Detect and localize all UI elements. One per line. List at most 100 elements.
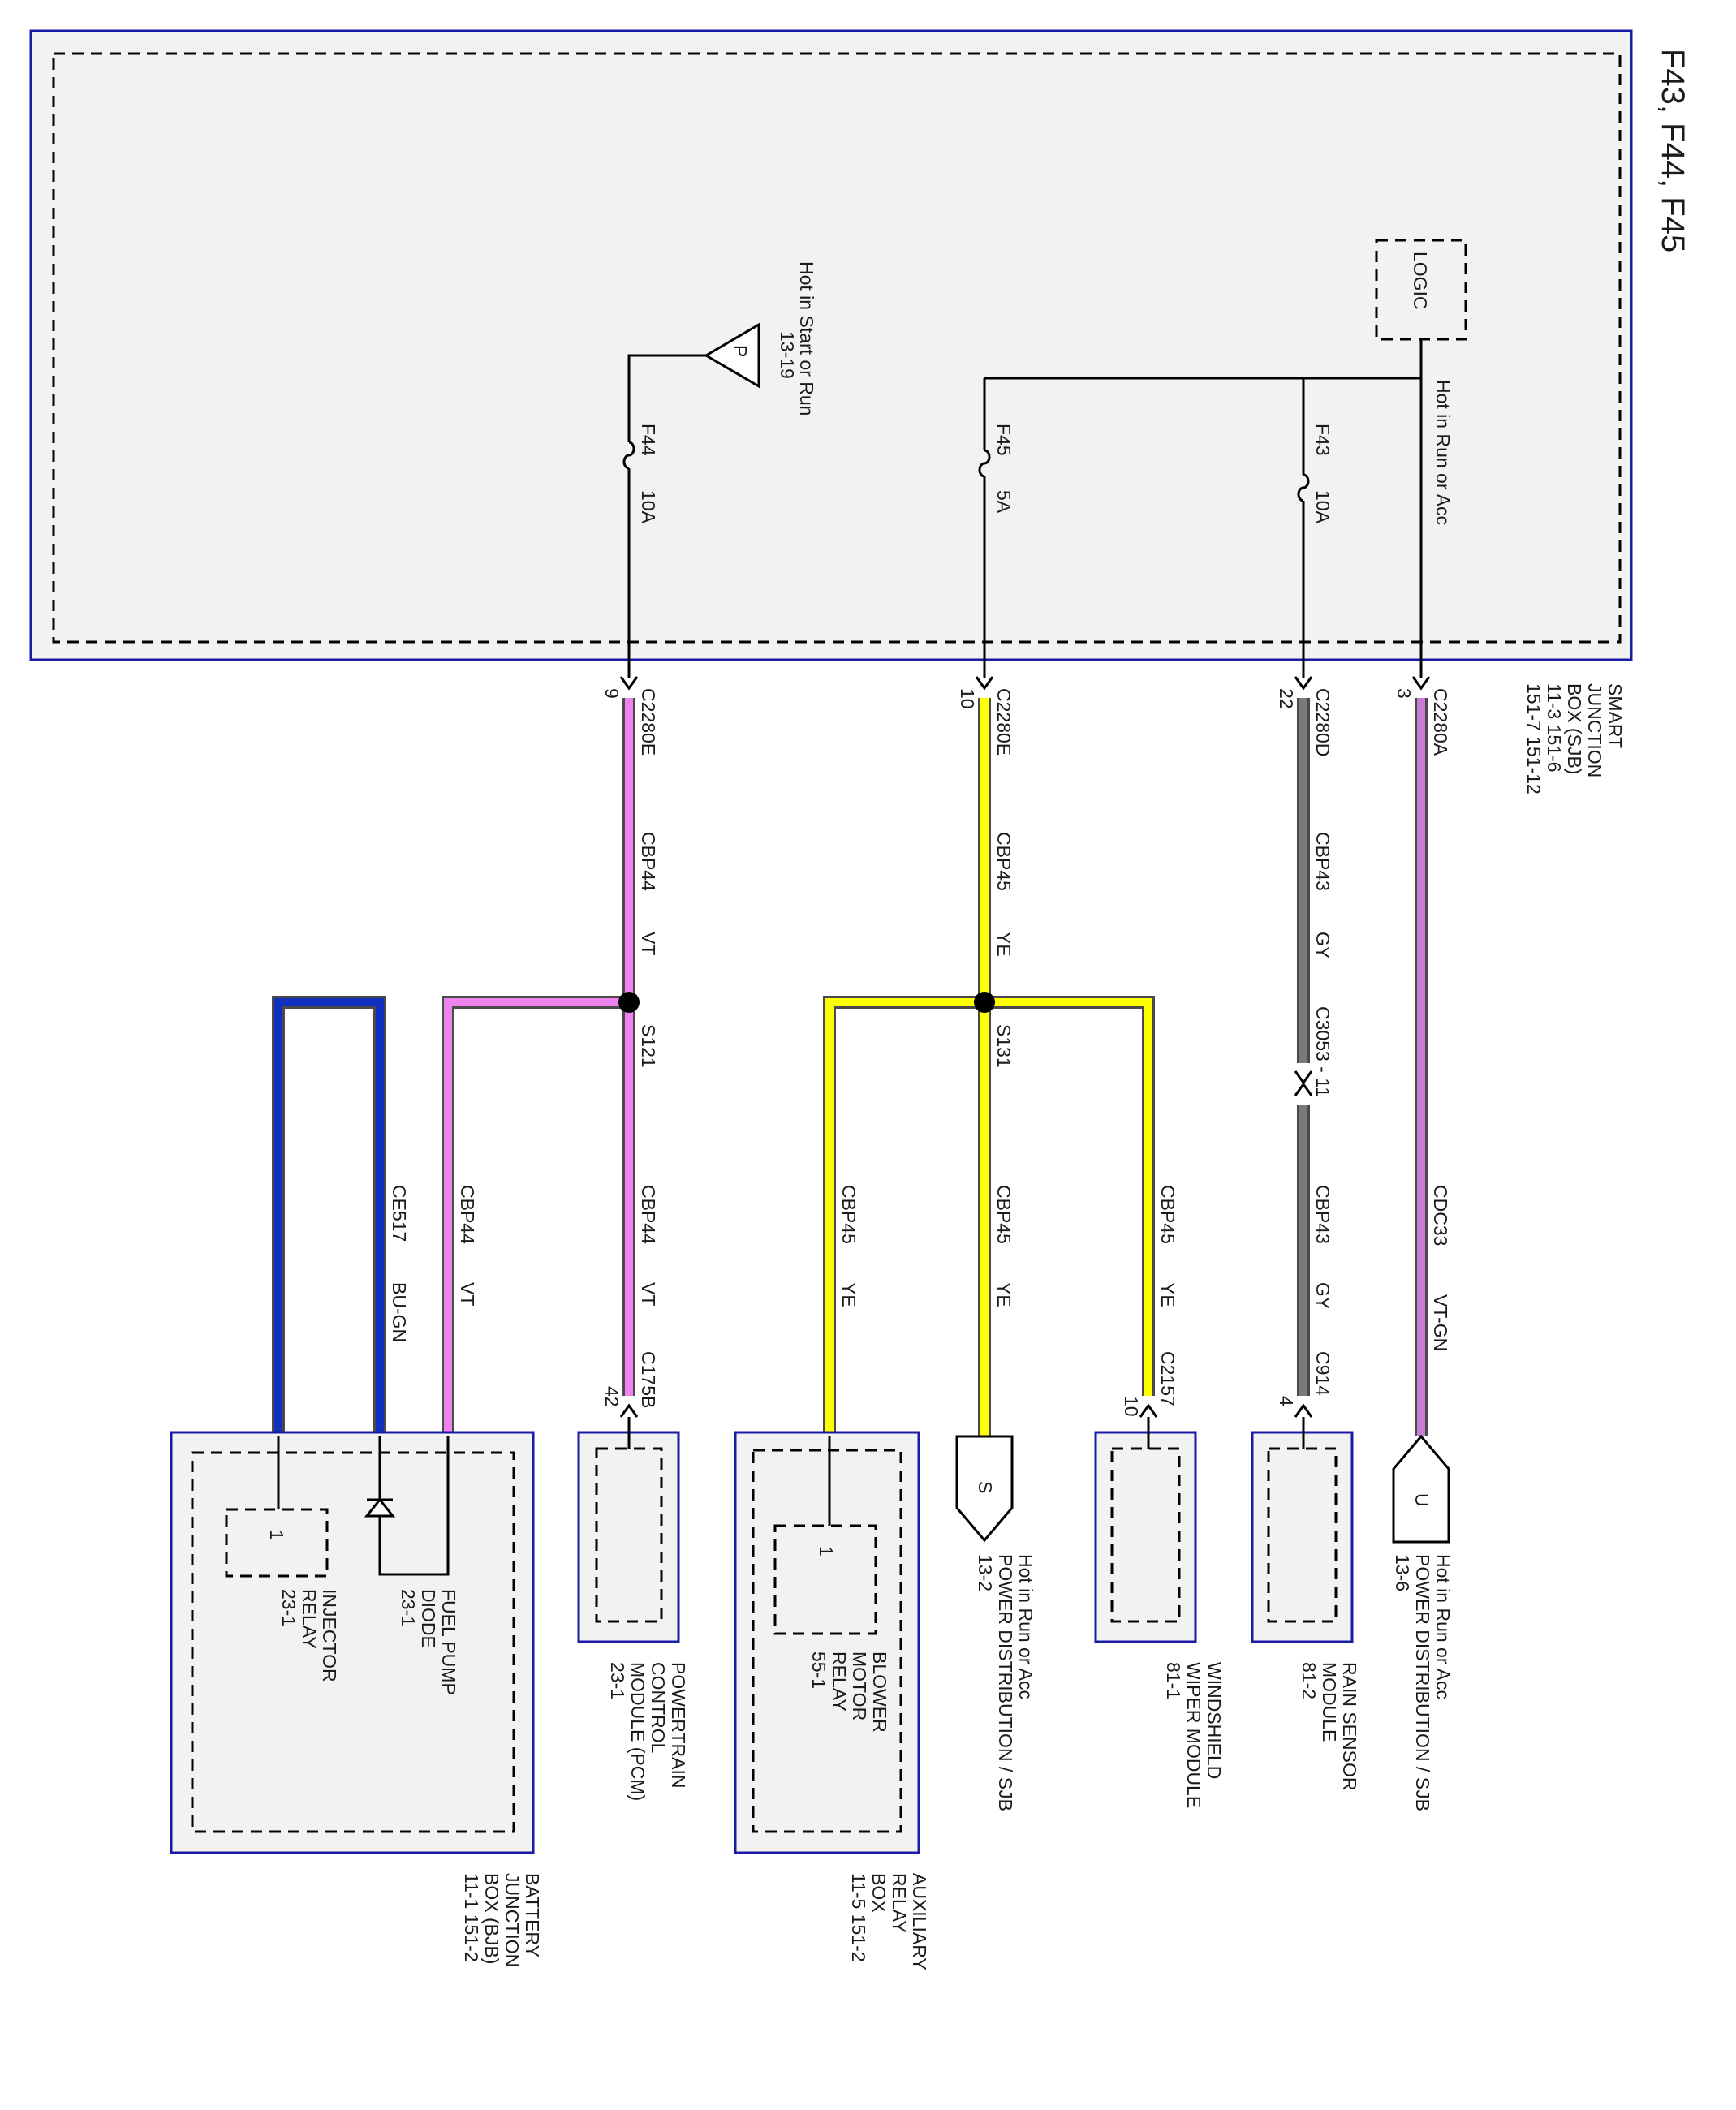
injector-label-line3: 23-1 xyxy=(278,1589,299,1626)
c175b-label: C175B xyxy=(638,1351,659,1408)
c2157-pin: 10 xyxy=(1121,1396,1142,1417)
fuse-f44-name: F44 xyxy=(638,424,659,456)
sjb-outline xyxy=(29,29,1633,661)
blower-label-line1: BLOWER xyxy=(869,1651,890,1733)
sjb-label-line1: SMART xyxy=(1605,683,1626,748)
wire-cbp44-a-circuit: CBP44 xyxy=(638,832,659,891)
wire-cbp43-a-color: GY xyxy=(1312,932,1333,958)
bjb-label-line1: BATTERY xyxy=(522,1873,543,1957)
sjb-label-line2: JUNCTION xyxy=(1584,683,1605,777)
wires xyxy=(272,698,1428,1436)
arb-label-line3: BOX xyxy=(868,1873,890,1913)
power-p-line2: 13-19 xyxy=(777,331,798,379)
wire-cbp43-b-circuit: CBP43 xyxy=(1312,1185,1333,1244)
arb-label-line4: 11-5 151-2 xyxy=(848,1873,869,1962)
battery-junction-box: 1 INJECTOR RELAY 23-1 FUEL PUMP DIODE 23… xyxy=(170,1431,543,1967)
wire-ce517-circuit: CE517 xyxy=(389,1185,410,1242)
c2157-label: C2157 xyxy=(1157,1351,1178,1406)
power-u-line1: Hot in Run or Acc xyxy=(1432,1554,1454,1699)
blower-label-line2: MOTOR xyxy=(849,1651,870,1720)
injector-relay-box xyxy=(225,1508,329,1578)
power-s-line2: POWER DISTRIBUTION / SJB xyxy=(995,1554,1016,1811)
diode-label-line3: 23-1 xyxy=(398,1589,419,1626)
power-p-symbol: P xyxy=(730,345,751,357)
wire-ce517 xyxy=(274,998,384,1436)
c2280e-10-label: C2280E xyxy=(993,688,1014,756)
c2280a-pin: 3 xyxy=(1394,688,1415,699)
blower-label-line4: 55-1 xyxy=(808,1651,829,1689)
wire-labels: CDC33 VT-GN CBP43 GY CBP43 GY CBP45 YE C… xyxy=(389,832,1451,1351)
smart-junction-box: SMART JUNCTION BOX (SJB) 11-3 151-6 151-… xyxy=(29,29,1633,794)
wire-cbp45-s-color: YE xyxy=(993,1282,1014,1307)
rain-sensor-module: RAIN SENSOR MODULE 81-2 xyxy=(1251,1417,1360,1790)
splice-s131-label: S131 xyxy=(993,1024,1014,1068)
connector-pins xyxy=(619,676,1431,1418)
wire-cbp44-diode-color: VT xyxy=(457,1282,478,1306)
c2280d-pin: 22 xyxy=(1276,688,1297,709)
wire-cbp45-blower-color: YE xyxy=(838,1282,859,1307)
fuse-f43-name: F43 xyxy=(1312,424,1333,456)
c2280e-9-pin: 9 xyxy=(601,688,622,699)
power-source-p: P Hot in Start or Run 13-19 xyxy=(704,261,817,416)
wire-cbp44-pcm-color: VT xyxy=(638,1282,659,1306)
fuse-f45: F45 5A xyxy=(993,424,1014,514)
c914-label: C914 xyxy=(1312,1351,1333,1396)
wire-cbp45-wiper-circuit: CBP45 xyxy=(1157,1185,1178,1244)
rain-label-line3: 81-2 xyxy=(1299,1662,1320,1699)
arb-label-line2: RELAY xyxy=(889,1873,910,1933)
wire-cbp44-diode xyxy=(444,998,629,1436)
splice-s131-dot xyxy=(974,992,995,1013)
fuse-f43: F43 10A xyxy=(1312,424,1333,524)
power-p-line1: Hot in Start or Run xyxy=(796,261,817,416)
logic-label: LOGIC xyxy=(1410,252,1431,310)
pcm-label-line2: CONTROL xyxy=(648,1662,669,1754)
blower-label-line3: RELAY xyxy=(829,1651,850,1712)
fuse-f45-rating: 5A xyxy=(993,490,1014,514)
wire-cbp45-s-circuit: CBP45 xyxy=(993,1185,1014,1244)
sjb-internal-wiring xyxy=(622,339,1423,678)
wire-ce517-color: BU-GN xyxy=(389,1282,410,1342)
wire-cbp45-a-color: YE xyxy=(993,932,1014,957)
c2280e-10-pin: 10 xyxy=(957,688,978,709)
injector-label-line2: RELAY xyxy=(299,1589,320,1649)
blower-relay-box xyxy=(773,1524,877,1635)
power-u-symbol: U xyxy=(1411,1493,1432,1507)
wiper-label-line2: WIPER MODULE xyxy=(1183,1662,1204,1808)
wire-cdc33-color: VT-GN xyxy=(1430,1294,1451,1351)
diode-label-line1: FUEL PUMP xyxy=(438,1589,459,1695)
fuse-f43-rating: 10A xyxy=(1312,490,1333,524)
wire-cbp43-a-circuit: CBP43 xyxy=(1312,832,1333,891)
sjb-inner-dashed xyxy=(52,52,1622,644)
c2280a-label: C2280A xyxy=(1430,688,1451,756)
injector-relay-num: 1 xyxy=(266,1530,287,1540)
rain-label-line1: RAIN SENSOR xyxy=(1339,1662,1360,1790)
wire-cbp45-wiper-color: YE xyxy=(1157,1282,1178,1307)
pcm-label-line3: MODULE (PCM) xyxy=(627,1662,648,1801)
rain-label-line2: MODULE xyxy=(1319,1662,1340,1742)
c2280e-9-label: C2280E xyxy=(638,688,659,756)
wire-cbp44-diode-circuit: CBP44 xyxy=(457,1185,478,1244)
power-u-line2: POWER DISTRIBUTION / SJB xyxy=(1412,1554,1433,1811)
fuel-pump-diode xyxy=(364,1436,450,1576)
wire-cbp45-a-circuit: CBP45 xyxy=(993,832,1014,891)
pcm-label-line1: POWERTRAIN xyxy=(668,1662,689,1788)
power-source-u: U Hot in Run or Acc POWER DISTRIBUTION /… xyxy=(1392,1434,1454,1811)
power-u-line3: 13-6 xyxy=(1392,1554,1413,1591)
wire-cbp43-b-color: GY xyxy=(1312,1282,1333,1309)
fuse-f45-name: F45 xyxy=(993,424,1014,456)
power-source-s: S Hot in Run or Acc POWER DISTRIBUTION /… xyxy=(955,1435,1036,1811)
c914-pin: 4 xyxy=(1276,1396,1297,1406)
splice-s121-dot xyxy=(618,992,640,1013)
wire-cbp44-a-color: VT xyxy=(638,932,659,955)
fuse-f44: F44 10A xyxy=(638,424,659,524)
wire-cbp45-blower xyxy=(825,998,984,1436)
bjb-label-line4: 11-1 151-2 xyxy=(461,1873,482,1962)
c175b-pin: 42 xyxy=(601,1386,622,1407)
c2280d-label: C2280D xyxy=(1312,688,1333,756)
sjb-label: SMART JUNCTION BOX (SJB) 11-3 151-6 151-… xyxy=(1523,683,1626,794)
wire-cbp44-pcm-circuit: CBP44 xyxy=(638,1185,659,1244)
wire-cdc33-circuit: CDC33 xyxy=(1430,1185,1451,1246)
wiper-label-line1: WINDSHIELD xyxy=(1204,1662,1225,1779)
bjb-label-line2: JUNCTION xyxy=(502,1873,523,1967)
